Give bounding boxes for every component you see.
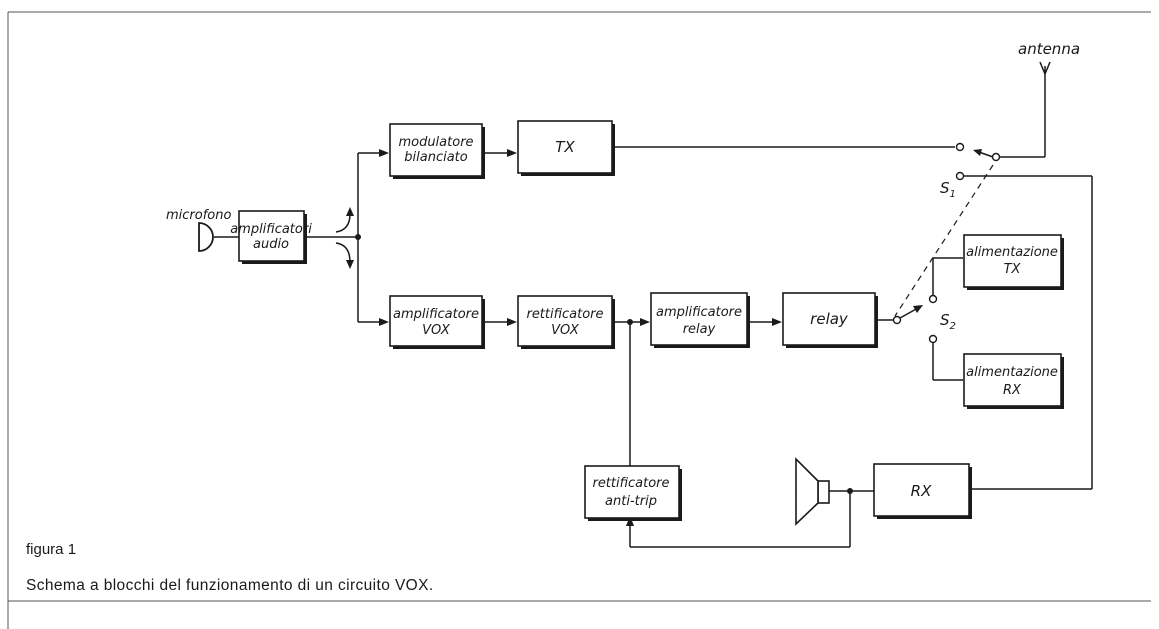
relay-linkage-dashed xyxy=(894,164,994,317)
block-modulatore-bilanciato: modulatore bilanciato xyxy=(389,123,485,179)
block-alim-rx-line1: alimentazione xyxy=(966,365,1058,380)
arrow-tx xyxy=(507,149,517,157)
s1-contact-upper xyxy=(955,142,965,152)
block-modulatore-line2: bilanciato xyxy=(404,150,468,165)
block-rett-anti-line1: rettificatore xyxy=(592,476,669,491)
s1-blade-tip xyxy=(973,149,982,156)
antenna-icon xyxy=(1039,61,1051,75)
arrow-modulatore xyxy=(379,149,389,157)
s2-blade xyxy=(899,307,919,319)
curve-arrow-down-head xyxy=(346,260,354,269)
arrow-rett-vox xyxy=(507,318,517,326)
antenna-arm-right xyxy=(1044,61,1051,75)
block-rettificatore-anti-trip: rettificatore anti-trip xyxy=(584,465,682,521)
block-tx-label: TX xyxy=(555,138,575,156)
arrow-amp-relay xyxy=(640,318,650,326)
label-s2: S2 xyxy=(940,311,956,332)
junction-dot-audio xyxy=(355,234,361,240)
arrow-amp-vox xyxy=(379,318,389,326)
label-s1: S1 xyxy=(940,179,956,200)
microphone-icon xyxy=(198,222,214,252)
block-alim-tx-line1: alimentazione xyxy=(966,245,1058,260)
block-rettificatore-vox: rettificatore VOX xyxy=(517,295,615,349)
block-rett-vox-line1: rettificatore xyxy=(526,307,603,322)
block-amp-relay-line2: relay xyxy=(683,322,716,337)
arrow-relay xyxy=(772,318,782,326)
s2-blade-tip xyxy=(913,305,923,313)
block-rx-label: RX xyxy=(911,482,932,500)
speaker-cone xyxy=(795,457,819,526)
block-amplificatori-audio-line2: audio xyxy=(253,237,289,252)
label-microfono: microfono xyxy=(166,208,231,223)
block-modulatore-line1: modulatore xyxy=(398,135,473,150)
block-amp-vox-line1: amplificatore xyxy=(393,307,479,322)
antenna-arm-left xyxy=(1039,61,1046,75)
figure-caption: Schema a blocchi del funzionamento di un… xyxy=(26,577,434,594)
block-alim-tx-line2: TX xyxy=(1004,262,1022,277)
curve-arrow-down xyxy=(335,242,351,263)
microphone-body xyxy=(198,222,214,252)
label-s1-subscript: 1 xyxy=(950,189,956,200)
speaker-icon xyxy=(795,457,830,526)
curve-arrow-up-head xyxy=(346,207,354,216)
block-amp-vox-line2: VOX xyxy=(422,323,451,338)
block-amplificatore-relay: amplificatore relay xyxy=(650,292,750,348)
block-rx: RX xyxy=(873,463,972,519)
block-relay: relay xyxy=(782,292,878,348)
figure-number: figura 1 xyxy=(26,541,77,558)
label-s2-subscript: 2 xyxy=(950,321,956,332)
block-rett-anti-line2: anti-trip xyxy=(605,494,657,509)
speaker-magnet xyxy=(817,480,830,504)
block-alim-rx-line2: RX xyxy=(1003,383,1022,398)
label-s2-letter: S xyxy=(940,311,950,329)
s1-contact-lower xyxy=(955,171,965,181)
s2-contact-upper xyxy=(928,294,938,304)
block-amplificatore-vox: amplificatore VOX xyxy=(389,295,485,349)
wires xyxy=(214,66,1093,548)
switch-s1 xyxy=(955,142,1001,181)
block-amplificatori-audio: amplificatori audio xyxy=(230,210,312,264)
block-amplificatori-audio-line1: amplificatori xyxy=(230,222,312,237)
block-relay-label: relay xyxy=(810,310,849,328)
block-alimentazione-tx: alimentazione TX xyxy=(963,234,1064,290)
block-alimentazione-rx: alimentazione RX xyxy=(963,353,1064,409)
s2-contact-lower xyxy=(928,334,938,344)
block-tx: TX xyxy=(517,120,615,176)
s2-common xyxy=(892,315,902,325)
s1-common xyxy=(991,152,1001,162)
label-s1-letter: S xyxy=(940,179,950,197)
switch-s2 xyxy=(892,294,938,344)
label-antenna: antenna xyxy=(1018,40,1080,58)
block-rett-vox-line2: VOX xyxy=(551,323,580,338)
block-amp-relay-line1: amplificatore xyxy=(656,305,742,320)
curve-arrow-up xyxy=(335,213,351,233)
